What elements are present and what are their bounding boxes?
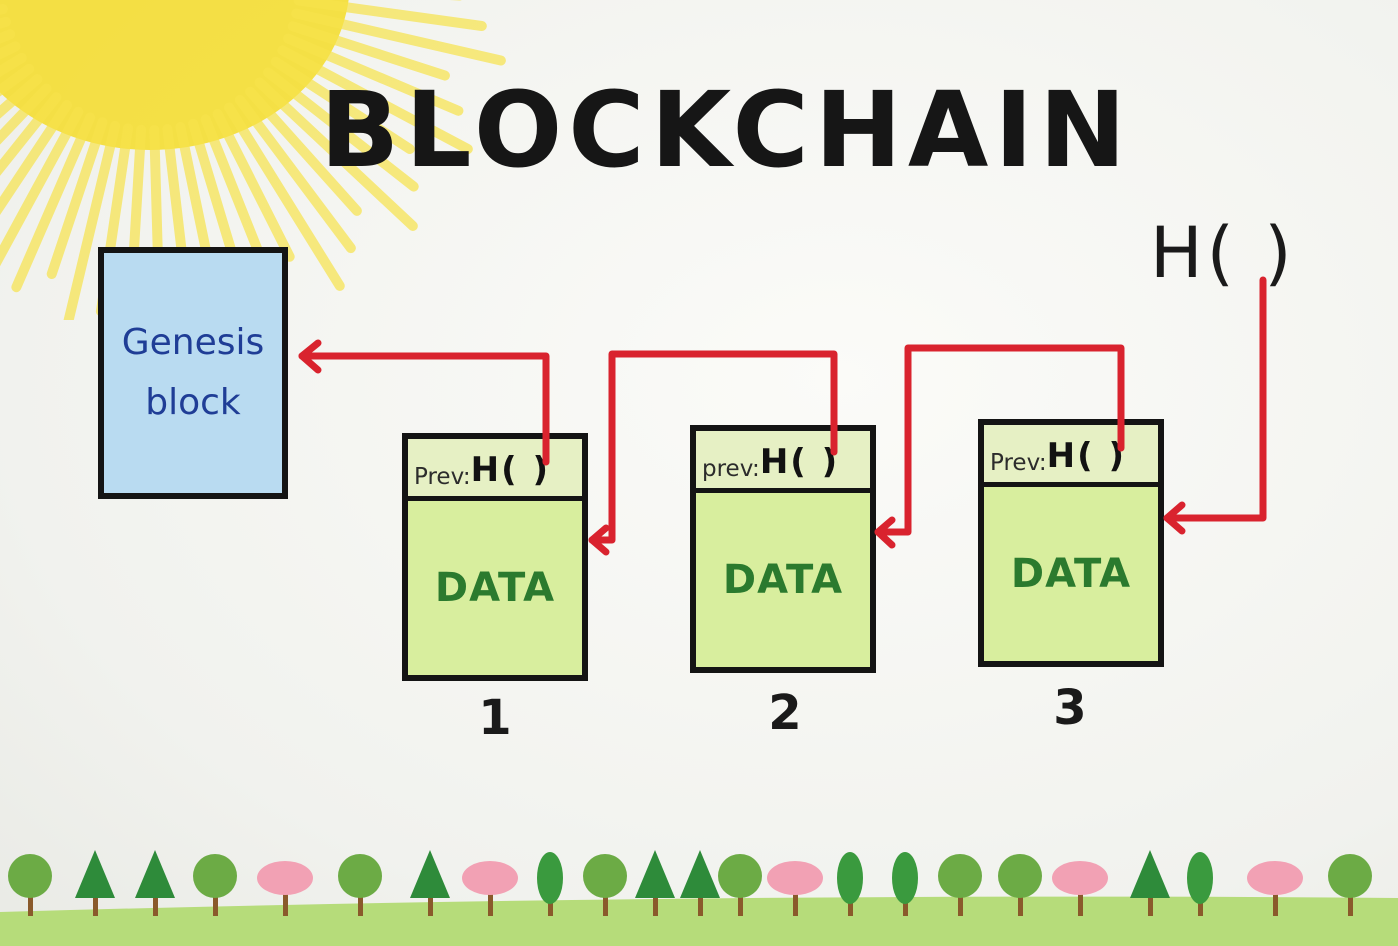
sun-ray [63,120,121,320]
sun-ray [287,21,450,81]
sun-ray [224,102,345,291]
tree-icon [1328,854,1372,916]
prev-label: Prev: [414,464,471,490]
sun-ray [283,33,464,116]
prev-label: Prev: [990,450,1047,476]
tree-icon [583,854,627,916]
arrow-block3-to-block2 [874,344,1125,536]
sun-ray [0,92,62,176]
block-header: Prev:H( ) [408,439,582,501]
sun-ray [245,86,362,216]
genesis-block-label: Genesis block [121,322,265,423]
tree-icon [462,861,518,916]
block-number: 2 [768,685,802,741]
grass-icon [0,850,1398,946]
arrowhead-block2 [874,516,896,549]
arrowhead-block3 [1163,501,1186,535]
arrowhead-genesis [298,339,322,374]
block-data-label: DATA [1010,551,1132,597]
block-2: prev:H( ) DATA [690,425,876,673]
tree-icon [1187,852,1213,916]
block-data-label: DATA [434,565,556,611]
sun-ray [0,106,84,267]
tree-icon [892,852,918,916]
diagram-title: BLOCKCHAIN [320,69,1133,191]
genesis-block: Genesis block [98,247,288,499]
sun-ray [277,45,473,155]
sun-ray [254,77,418,231]
tree-icon [410,850,450,916]
hash-label: H( ) [759,442,840,482]
sun-ray [270,56,415,155]
arrow-block2-to-block1 [588,350,838,544]
tree-icon [193,854,237,916]
sun-ray [291,8,506,66]
block-1: Prev:H( ) DATA [402,433,588,681]
tree-icon [635,850,675,916]
sun-ray [11,112,96,293]
tree-icon [338,854,382,916]
tree-icon [718,854,762,916]
sun-ray [0,99,73,216]
block-header: Prev:H( ) [984,425,1158,487]
sun-ray [234,95,356,254]
arrow-top-hash-to-block3 [1163,276,1267,522]
tree-icon [680,850,720,916]
arrow-block1-to-genesis [298,352,550,466]
tree-icon [75,850,115,916]
tree-icon [938,854,982,916]
tree-icon [1130,850,1170,916]
sun-ray [293,0,487,32]
tree-icon [1247,861,1303,916]
tree-icon [837,852,863,916]
tree-icon [767,861,823,916]
sun-ray [263,67,419,192]
sun-ray [0,63,35,97]
hash-label: H( ) [470,450,551,490]
tree-icon [1052,861,1108,916]
block-number: 1 [478,690,512,746]
block-header: prev:H( ) [696,431,870,493]
block-3: Prev:H( ) DATA [978,419,1164,667]
tree-icon [257,861,313,916]
sun-ray [46,117,108,280]
tree-icon [8,854,52,916]
sun-icon [0,0,506,320]
prev-label: prev: [702,456,760,482]
tree-icon [998,854,1042,916]
block-number: 3 [1053,680,1087,736]
sun-ray [0,83,52,145]
top-hash-label: H( ) [1150,212,1296,294]
tree-icon [537,852,563,916]
block-data-label: DATA [722,557,844,603]
sun-ray [212,108,295,262]
tree-icon [135,850,175,916]
arrowhead-block1 [588,524,610,556]
hash-label: H( ) [1046,436,1127,476]
sun-ray [0,74,43,119]
